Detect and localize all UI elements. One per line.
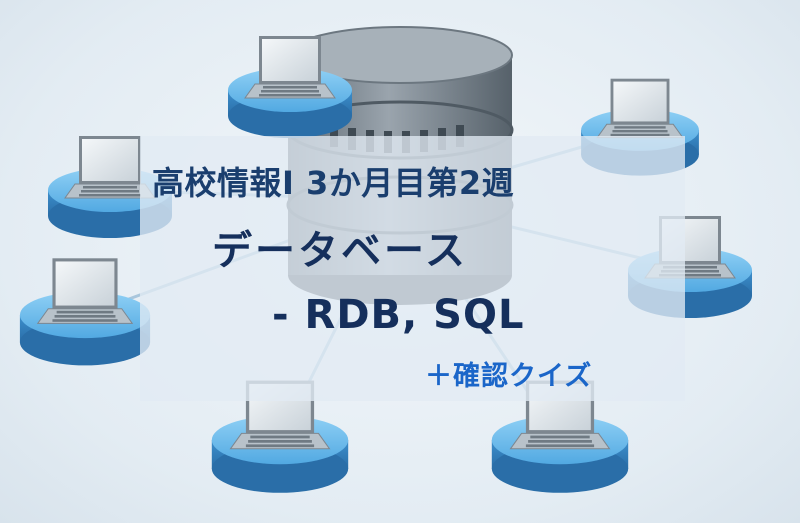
client-node: [228, 36, 352, 138]
quiz-note: ＋確認クイズ: [425, 361, 593, 392]
client-node: [211, 380, 349, 493]
laptop-icon: [244, 36, 336, 99]
client-node: [19, 258, 151, 366]
laptop-icon: [596, 78, 684, 139]
topic-title: データベース: [212, 228, 468, 274]
title-backdrop: [140, 136, 685, 401]
course-title: 高校情報I 3か月目第2週: [152, 164, 515, 202]
topic-subtitle: - RDB, SQL: [272, 292, 525, 338]
laptop-icon: [64, 136, 156, 199]
laptop-icon: [36, 258, 134, 324]
